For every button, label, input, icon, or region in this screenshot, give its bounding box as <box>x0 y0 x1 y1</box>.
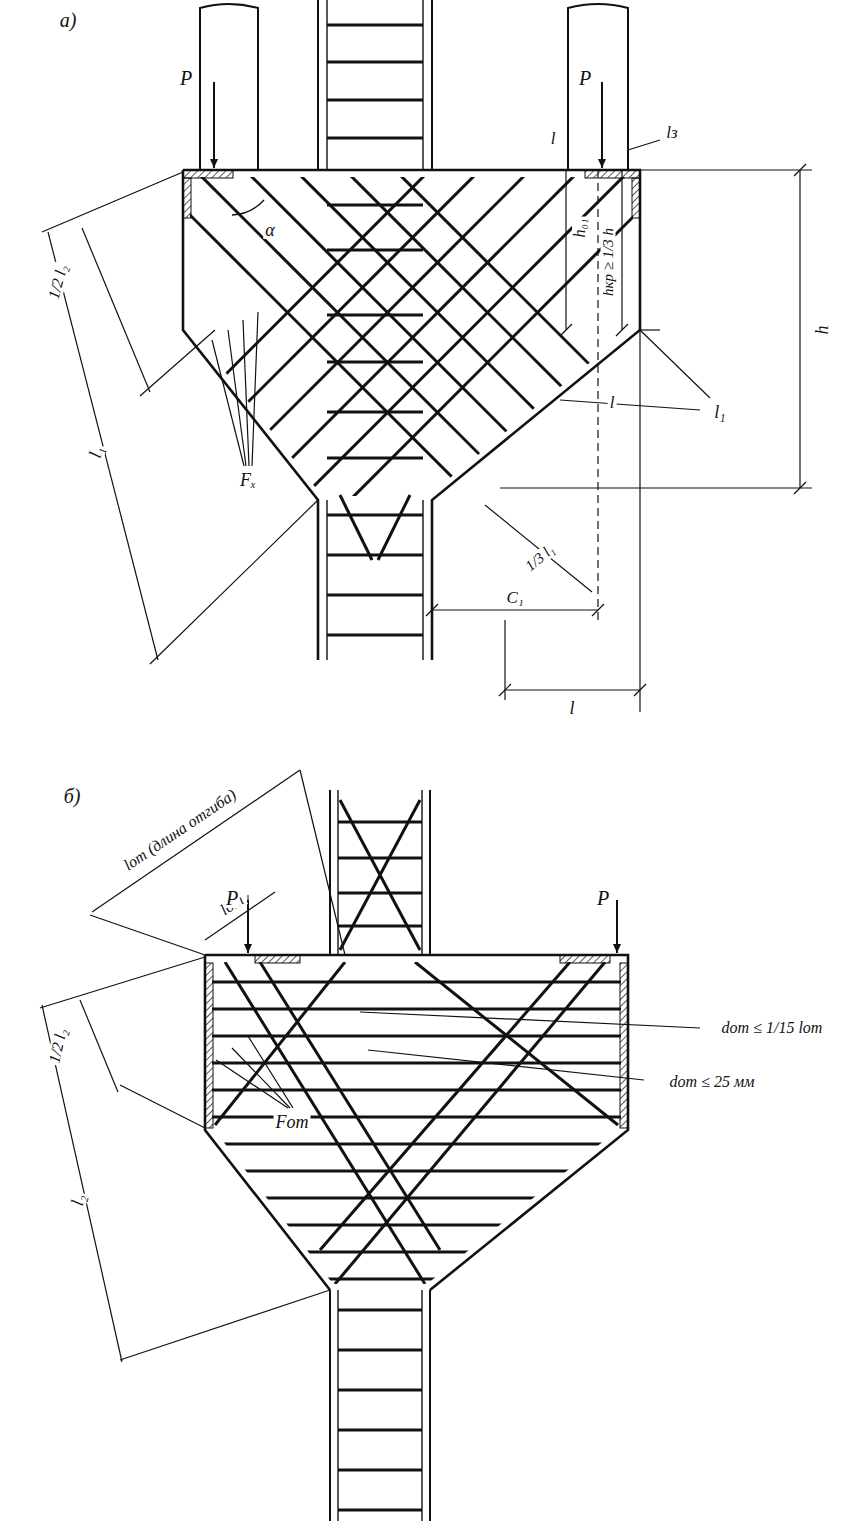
figure-letter: б) <box>62 786 83 806</box>
bar-label: Fₓ <box>238 471 258 489</box>
dimension-label: l <box>608 394 617 411</box>
load-label: P <box>178 68 194 88</box>
dimension-label: 1/3 l₁ <box>521 541 558 576</box>
dimension-label: 1/2 l₂ <box>46 1025 70 1066</box>
dimension-label: lз <box>664 124 679 141</box>
dimension-label: l <box>567 699 576 717</box>
dimension-label: hкр ≥ 1/3 h <box>601 226 616 298</box>
dimension-label: h <box>813 324 831 337</box>
angle-label: α <box>263 221 276 239</box>
dimension-label: C₁ <box>504 589 525 606</box>
dimension-label: l₁ <box>85 442 106 461</box>
dimension-label: l <box>549 130 558 147</box>
bar-label: Fот <box>274 1113 311 1131</box>
figure-letter: а) <box>58 10 79 30</box>
dimension-label: l₁ <box>712 403 727 421</box>
load-label: P <box>577 68 593 88</box>
load-label: P <box>595 888 611 908</box>
bar-note: dот ≤ 25 мм <box>668 1074 757 1090</box>
dimension-label: l₂ <box>68 1191 89 1210</box>
dimension-label: lот (длина отгиба) <box>119 785 240 874</box>
dimension-label: h₀₁ <box>572 216 588 239</box>
load-label: P <box>224 888 240 908</box>
bar-note: dот ≤ 1/15 lот <box>720 1020 825 1036</box>
dimension-label: 1/2 l₂ <box>45 261 70 302</box>
